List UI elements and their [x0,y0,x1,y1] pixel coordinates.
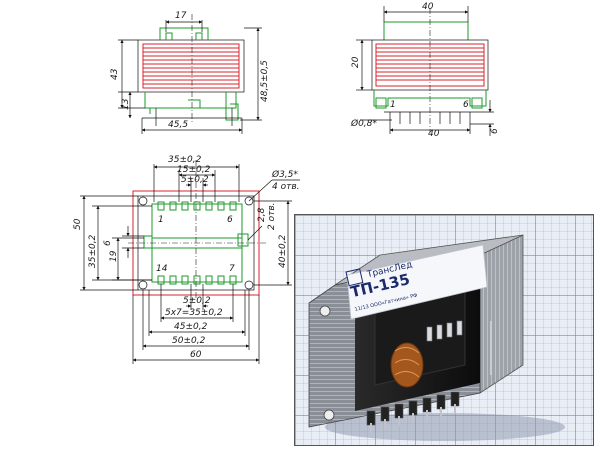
dim-35-left: 35±0,2 [88,234,98,268]
dim-height-485: 48,5±0,5 [260,60,270,102]
side-pin-6-label: 6 [463,100,469,110]
slot-left [143,235,153,249]
dim-19: 19 [109,250,119,262]
dim-15: 15±0,2 [177,165,211,175]
bottom-pin-row [157,275,237,285]
side-pin-diameter: Ø0,8* [350,118,377,129]
dim-455: 45,5 [168,120,188,130]
front-view: 17 43 13 48,5±0,5 45,5 [110,11,270,134]
side-dim-20: 20 [351,56,361,68]
dim-top-17: 17 [175,11,187,21]
side-dim-bottom-40: 40 [428,129,440,139]
copper-winding [390,342,424,388]
photo-hole-bottom [323,409,335,421]
mount-hole-br [244,280,254,290]
photo-top-terminals [426,320,463,342]
dim-height-43: 43 [110,68,120,80]
pin-7-label: 7 [229,264,235,274]
slot-size: 2,8 [257,207,267,222]
side-pins [389,112,471,124]
mount-hole-tr [244,196,254,206]
hole-count: 4 отв. [272,182,300,192]
dim-13: 13 [121,98,131,110]
pin-14-label: 14 [156,264,168,274]
mount-hole-tl [138,196,148,206]
side-dim-top-40: 40 [422,2,434,12]
photo-hole-top [319,305,331,317]
transformer-photo: 11/13 ООО«Гатчина» РФ ТП-135 ТрансЛед [294,214,594,446]
pin-6-label: 6 [227,215,233,225]
dim-35-top: 35±0,2 [168,155,202,165]
side-dim-6: 6 [490,128,500,134]
dim-50-left: 50 [73,218,83,230]
dim-45: 45±0,2 [174,322,208,332]
side-pin-1-label: 1 [390,100,396,110]
dim-5-bottom: 5±0,2 [183,296,211,306]
winding-lines [142,43,240,89]
product-label [346,244,488,320]
eac-logo-icon [345,268,364,287]
hole-diameter: Ø3,5* [271,169,298,180]
mount-hole-bl [138,280,148,290]
dim-40-right: 40±0,2 [278,234,288,268]
top-pin-row [157,201,237,211]
side-view: 1 6 40 20 Ø0,8* 40 6 [350,2,500,139]
slot-count: 2 отв. [267,202,277,230]
slot-right [237,233,249,247]
dim-6: 6 [103,240,113,246]
dim-5-top: 5±0,2 [181,175,209,185]
pin-1-label: 1 [158,215,164,225]
dim-60: 60 [190,350,202,360]
footprint-view: 1 6 14 7 35±0,2 15±0,2 5±0,2 Ø3,5* 4 отв… [73,155,300,364]
dim-5x7: 5х7=35±0,2 [165,308,223,318]
dim-50-bottom: 50±0,2 [172,336,206,346]
